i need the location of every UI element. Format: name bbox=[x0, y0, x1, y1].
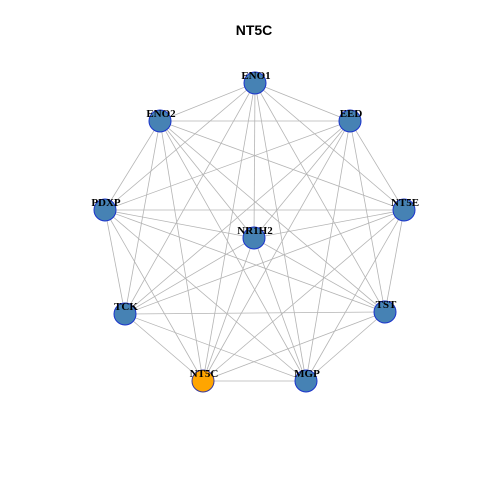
edge-nt5c-eno2 bbox=[159, 120, 204, 382]
node-nt5e[interactable] bbox=[392, 198, 416, 222]
edge-eno1-nr1h2 bbox=[253, 82, 256, 239]
node-pdxp[interactable] bbox=[93, 198, 117, 222]
edge-eno1-eed bbox=[254, 82, 351, 122]
graph-title: NT5C bbox=[236, 22, 273, 38]
edge-eno1-eno2 bbox=[159, 82, 256, 122]
node-label-tst: TST bbox=[376, 299, 397, 311]
edge-nt5c-nr1h2 bbox=[202, 237, 255, 382]
edge-mgp-eno2 bbox=[159, 120, 307, 382]
edge-nt5e-eno2 bbox=[159, 120, 405, 211]
edge-eno2-nr1h2 bbox=[159, 120, 255, 239]
node-tst[interactable] bbox=[373, 300, 397, 324]
edges-layer bbox=[104, 82, 405, 382]
edge-tst-nr1h2 bbox=[253, 237, 386, 313]
node-nt5c[interactable] bbox=[191, 369, 215, 393]
node-label-tck: TCK bbox=[114, 301, 138, 313]
edge-tck-nr1h2 bbox=[124, 237, 255, 315]
node-nr1h2[interactable] bbox=[242, 226, 266, 250]
edge-eed-pdxp bbox=[104, 120, 351, 211]
edge-tst-mgp bbox=[305, 311, 386, 382]
edge-tst-nt5c bbox=[202, 311, 386, 382]
edge-tst-eno2 bbox=[159, 120, 386, 313]
edge-tck-pdxp bbox=[104, 209, 126, 315]
node-eno2[interactable] bbox=[148, 109, 172, 133]
node-tck[interactable] bbox=[113, 302, 137, 326]
edge-nt5c-tck bbox=[124, 313, 204, 382]
edge-nt5e-tst bbox=[384, 209, 405, 313]
edge-eed-nt5e bbox=[349, 120, 405, 211]
node-label-nr1h2: NR1H2 bbox=[237, 225, 273, 237]
edge-tst-tck bbox=[124, 311, 386, 315]
edge-pdxp-nr1h2 bbox=[104, 209, 255, 239]
edge-mgp-nr1h2 bbox=[253, 237, 307, 382]
edge-nt5c-pdxp bbox=[104, 209, 204, 382]
nodes-layer bbox=[93, 71, 416, 393]
node-eno1[interactable] bbox=[243, 71, 267, 95]
node-label-eno1: ENO1 bbox=[241, 70, 270, 82]
edge-eed-nr1h2 bbox=[253, 120, 351, 239]
edge-nt5e-tck bbox=[124, 209, 405, 315]
edge-tst-pdxp bbox=[104, 209, 386, 313]
edge-nt5e-nt5c bbox=[202, 209, 405, 382]
node-label-nt5e: NT5E bbox=[391, 197, 419, 209]
edge-eed-mgp bbox=[305, 120, 351, 382]
node-label-pdxp: PDXP bbox=[91, 197, 121, 209]
edge-eno1-nt5c bbox=[202, 82, 256, 382]
node-label-mgp: MGP bbox=[294, 368, 320, 380]
node-label-eno2: ENO2 bbox=[146, 108, 176, 120]
edge-mgp-tck bbox=[124, 313, 307, 382]
edge-tck-eno2 bbox=[124, 120, 161, 315]
edge-eno1-mgp bbox=[254, 82, 307, 382]
edge-nt5e-nr1h2 bbox=[253, 209, 405, 239]
node-label-eed: EED bbox=[340, 108, 363, 120]
edge-eno1-tck bbox=[124, 82, 256, 315]
edge-pdxp-eno2 bbox=[104, 120, 161, 211]
node-label-nt5c: NT5C bbox=[190, 368, 219, 380]
node-mgp[interactable] bbox=[294, 369, 318, 393]
node-eed[interactable] bbox=[338, 109, 362, 133]
